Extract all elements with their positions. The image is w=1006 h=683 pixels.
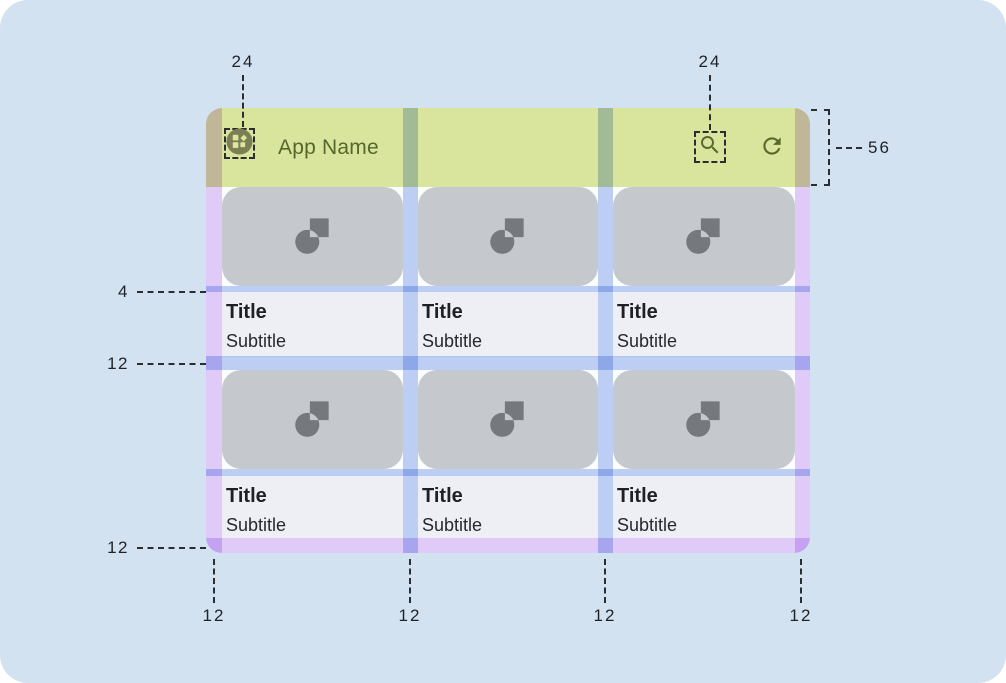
card-title: Title xyxy=(422,485,463,507)
card-text-block[interactable]: Title Subtitle xyxy=(418,292,598,357)
dimension-line xyxy=(828,109,830,185)
search-keyline-box[interactable] xyxy=(694,131,726,163)
card-text-block[interactable]: Title Subtitle xyxy=(613,476,795,538)
image-placeholder-icon xyxy=(484,393,532,446)
app-logo-keyline-box[interactable] xyxy=(224,127,255,160)
dim-label-margin-right: 12 xyxy=(789,606,813,625)
card-subtitle: Subtitle xyxy=(422,515,483,535)
grid-column-1: Title Subtitle Title Subtitle xyxy=(222,108,403,553)
dim-label-appbar-height: 56 xyxy=(868,138,891,157)
card-image-placeholder[interactable] xyxy=(222,370,403,469)
dimension-line xyxy=(836,147,862,149)
card-text-block[interactable]: Title Subtitle xyxy=(222,476,403,538)
dimension-line xyxy=(242,75,244,127)
dimension-line xyxy=(604,559,606,603)
dim-label-gutter-1: 12 xyxy=(398,606,422,625)
image-placeholder-icon xyxy=(289,210,337,263)
card-subtitle: Subtitle xyxy=(617,331,678,351)
card-title: Title xyxy=(226,301,267,323)
card-text-block[interactable]: Title Subtitle xyxy=(222,292,403,357)
app-logo-icon xyxy=(226,127,253,160)
card-image-placeholder[interactable] xyxy=(222,187,403,286)
card-title: Title xyxy=(422,301,463,323)
card-title: Title xyxy=(617,301,658,323)
dim-label-gutter-2: 12 xyxy=(593,606,617,625)
card-image-placeholder[interactable] xyxy=(418,370,598,469)
card-image-placeholder[interactable] xyxy=(613,370,795,469)
image-placeholder-icon xyxy=(484,210,532,263)
grid-column-3: Title Subtitle Title Subtitle xyxy=(613,108,795,553)
dimension-line xyxy=(811,184,830,186)
card-image-placeholder[interactable] xyxy=(613,187,795,286)
dim-label-leading-icon: 24 xyxy=(231,52,255,71)
dimension-line xyxy=(811,109,830,111)
card-text-block[interactable]: Title Subtitle xyxy=(613,292,795,357)
dimension-line xyxy=(800,559,802,603)
dimension-line xyxy=(409,559,411,603)
app-mockup-card: App Name xyxy=(206,108,810,553)
app-title: App Name xyxy=(278,135,379,159)
dim-label-image-text-gap: 4 xyxy=(118,282,129,301)
dim-label-trailing-icon: 24 xyxy=(698,52,722,71)
card-image-placeholder[interactable] xyxy=(418,187,598,286)
refresh-icon xyxy=(759,133,785,164)
image-placeholder-icon xyxy=(680,393,728,446)
dim-label-bottom-margin: 12 xyxy=(107,538,129,557)
dimension-line xyxy=(213,559,215,603)
dim-label-row-gutter: 12 xyxy=(107,354,129,373)
image-placeholder-icon xyxy=(289,393,337,446)
card-subtitle: Subtitle xyxy=(226,331,287,351)
card-subtitle: Subtitle xyxy=(617,515,678,535)
dimension-line xyxy=(137,363,206,365)
card-title: Title xyxy=(226,485,267,507)
grid-column-2: Title Subtitle Title Subtitle xyxy=(418,108,598,553)
card-title: Title xyxy=(617,485,658,507)
search-icon xyxy=(698,133,722,162)
dimension-line xyxy=(137,291,206,293)
refresh-button[interactable] xyxy=(759,135,785,161)
dim-label-margin-left: 12 xyxy=(202,606,226,625)
card-subtitle: Subtitle xyxy=(422,331,483,351)
card-text-block[interactable]: Title Subtitle xyxy=(418,476,598,538)
image-placeholder-icon xyxy=(680,210,728,263)
card-subtitle: Subtitle xyxy=(226,515,287,535)
dimension-line xyxy=(137,547,206,549)
dimension-line xyxy=(709,75,711,130)
